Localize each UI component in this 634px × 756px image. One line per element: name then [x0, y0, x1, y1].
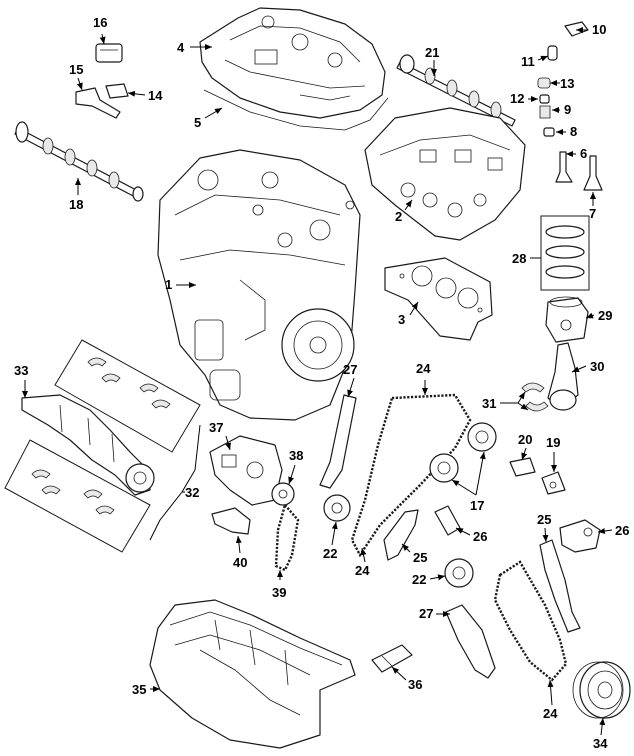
callout-25b: 25	[537, 512, 551, 527]
tensioner-rail-lower	[539, 539, 581, 633]
callout-19: 19	[546, 435, 560, 450]
callout-14: 14	[148, 88, 163, 103]
oil-filter-insert	[371, 644, 413, 673]
chain-tensioner-upper	[434, 505, 461, 536]
callout-28: 28	[512, 251, 526, 266]
oil-pump	[209, 435, 283, 506]
callout-32: 32	[185, 485, 199, 500]
callout-1: 1	[165, 277, 172, 292]
callout-2: 2	[395, 209, 402, 224]
callout-40: 40	[233, 555, 247, 570]
timing-chain-lower	[493, 560, 568, 682]
callout-38: 38	[289, 448, 303, 463]
callout-6: 6	[580, 146, 587, 161]
callout-26a: 26	[473, 529, 487, 544]
callout-16: 16	[93, 15, 107, 30]
callout-5: 5	[194, 115, 201, 130]
callout-numbers: 1 2 3 4 5 6 7 8 9 10 11 12 13 14 15 16 1…	[14, 15, 629, 751]
callout-10: 10	[592, 22, 606, 37]
head-gasket	[384, 257, 493, 341]
callout-36: 36	[408, 677, 422, 692]
main-bearing-set	[54, 339, 201, 453]
callout-17: 17	[470, 498, 484, 513]
engine-block	[157, 149, 361, 421]
callout-31: 31	[482, 396, 496, 411]
callout-9: 9	[564, 102, 571, 117]
rod-bearings	[521, 382, 549, 412]
cylinder-head	[364, 107, 526, 241]
rocker-parts	[75, 43, 129, 119]
callout-30: 30	[590, 359, 604, 374]
valve-cover-gasket	[203, 89, 389, 131]
connecting-rod	[547, 342, 579, 411]
callout-27a: 27	[343, 362, 357, 377]
callout-24c: 24	[543, 706, 558, 721]
callout-4: 4	[177, 40, 185, 55]
oil-pump-sprocket	[271, 482, 295, 506]
camshaft-upper	[396, 54, 516, 127]
vvt-actuators	[429, 422, 497, 483]
callout-12: 12	[510, 91, 524, 106]
callout-27b: 27	[419, 606, 433, 621]
piston-rings	[540, 215, 590, 291]
callout-34: 34	[593, 736, 608, 751]
callout-22b: 22	[412, 572, 426, 587]
oil-pan	[149, 599, 356, 749]
callout-29: 29	[598, 308, 612, 323]
callout-22a: 22	[323, 546, 337, 561]
callout-24b: 24	[355, 563, 370, 578]
callout-8: 8	[570, 124, 577, 139]
camshaft-sprocket-upper	[323, 494, 351, 522]
callout-33: 33	[14, 363, 28, 378]
callout-18: 18	[69, 197, 83, 212]
callout-3: 3	[398, 312, 405, 327]
callout-26b: 26	[615, 523, 629, 538]
callout-21: 21	[425, 45, 439, 60]
callout-15: 15	[69, 62, 83, 77]
tensioner-rail-upper	[383, 509, 419, 561]
callout-13: 13	[560, 76, 574, 91]
leader-lines	[22, 27, 613, 736]
callout-25a: 25	[413, 550, 427, 565]
oil-pump-chain-tensioner	[211, 507, 251, 535]
camshaft-left	[14, 121, 144, 202]
callout-7: 7	[589, 206, 596, 221]
callout-35: 35	[132, 682, 146, 697]
rod-bearing-set	[4, 439, 151, 553]
timing-chain-guide-upper	[319, 394, 357, 489]
oil-pump-chain	[274, 502, 300, 572]
callout-39: 39	[272, 585, 286, 600]
crankshaft-pulley	[572, 661, 631, 719]
camshaft-sprocket-lower	[444, 558, 474, 588]
timing-chain-guide-lower	[445, 604, 496, 679]
chain-tensioner-lower	[559, 519, 601, 553]
sensor-and-bolt	[509, 457, 566, 495]
callout-24a: 24	[416, 361, 431, 376]
valve-cover	[199, 7, 386, 119]
crankshaft	[21, 394, 155, 496]
callout-20: 20	[518, 432, 532, 447]
piston	[545, 296, 589, 343]
callout-11: 11	[521, 54, 535, 69]
callout-37: 37	[209, 420, 223, 435]
